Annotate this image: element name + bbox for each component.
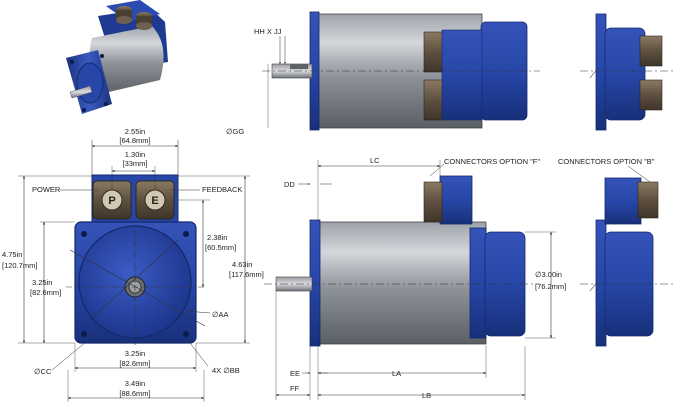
label-lb: LB xyxy=(422,391,431,400)
dim-300-mm: [76.2mm] xyxy=(535,282,566,291)
label-la: LA xyxy=(392,369,401,378)
dim-325-left-mm: [82.6mm] xyxy=(30,288,61,297)
rear-views xyxy=(580,13,676,347)
connectors-f-label: CONNECTORS OPTION "F" xyxy=(444,157,540,166)
label-cc: ∅CC xyxy=(34,367,52,376)
dim-475-in: 4.75in xyxy=(2,250,22,259)
connector-e-letter: E xyxy=(151,195,158,207)
dim-300-in: ∅3.00in xyxy=(535,270,562,279)
dim-255-in: 2.55in xyxy=(125,127,145,136)
iso-body xyxy=(89,26,164,94)
label-ff: FF xyxy=(290,384,300,393)
feedback-label: FEEDBACK xyxy=(202,185,242,194)
label-aa: ∅AA xyxy=(212,310,229,319)
side-body xyxy=(317,221,487,345)
label-dd: DD xyxy=(284,180,295,189)
dim-255-mm: [64.8mm] xyxy=(119,136,150,145)
side-connector-f xyxy=(439,175,473,225)
connectors-b-label: CONNECTORS OPTION "B" xyxy=(558,157,655,166)
top-side-view: HH X JJ ∅GG xyxy=(226,11,540,136)
dim-349-in: 3.49in xyxy=(125,379,145,388)
dim-238-in: 2.38in xyxy=(207,233,227,242)
label-lc: LC xyxy=(370,156,380,165)
dim-130-mm: [33mm] xyxy=(122,159,147,168)
mount-hole-tr xyxy=(183,231,189,237)
upper-right-cap xyxy=(604,27,646,121)
dim-325-left-in: 3.25in xyxy=(32,278,52,287)
front-view: P E xyxy=(66,174,206,345)
mount-hole-bl xyxy=(81,331,87,337)
label-bb: 4X ∅BB xyxy=(212,366,240,375)
dim-238-mm: [60.5mm] xyxy=(205,243,236,252)
label-gg: ∅GG xyxy=(226,127,244,136)
dim-325-bottom-in: 3.25in xyxy=(125,349,145,358)
isometric-view xyxy=(66,0,168,114)
dim-463-in: 4.63in xyxy=(232,260,252,269)
power-label: POWER xyxy=(32,185,61,194)
label-hhjj: HH X JJ xyxy=(254,27,282,36)
dim-475-mm: [120.7mm] xyxy=(2,261,37,270)
mount-hole-tl xyxy=(81,231,87,237)
side-dimensions: LC DD CONNECTORS OPTION "F" CONNECTORS O… xyxy=(275,156,655,400)
label-ee: EE xyxy=(290,369,300,378)
front-dimensions: 2.55in [64.8mm] 1.30in [33mm] POWER FEED… xyxy=(2,127,264,402)
mount-hole-br xyxy=(183,331,189,337)
dim-130-in: 1.30in xyxy=(125,150,145,159)
iso-shaft xyxy=(69,85,93,99)
dim-463-mm: [117.6mm] xyxy=(229,270,264,279)
connector-p-letter: P xyxy=(108,195,115,207)
side-view xyxy=(264,175,540,347)
dim-325-bottom-mm: [82.6mm] xyxy=(119,359,150,368)
dim-349-mm: [88.6mm] xyxy=(119,389,150,398)
